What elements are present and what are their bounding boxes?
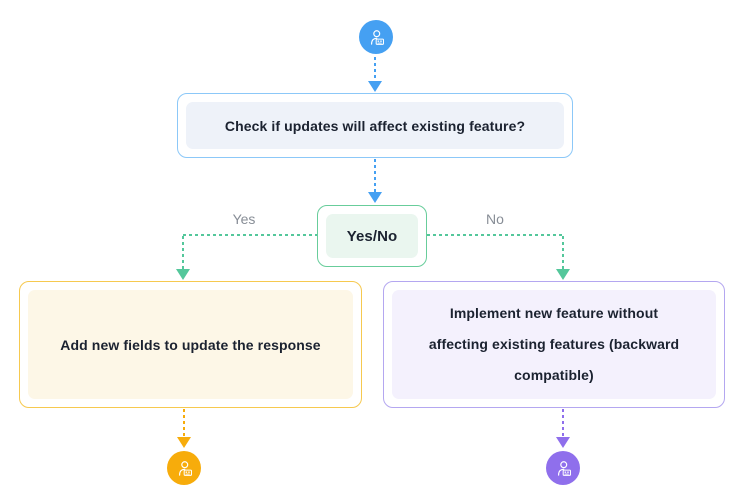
user-badge-icon	[554, 459, 573, 478]
arrowhead-down-icon	[368, 81, 382, 92]
arrowhead-down-icon	[556, 269, 570, 280]
connector-no-vertical	[562, 236, 564, 269]
arrowhead-down-icon	[177, 437, 191, 448]
add-new-fields-node: Add new fields to update the response	[19, 281, 362, 408]
yes-no-label: Yes/No	[326, 214, 418, 258]
user-badge-icon	[367, 28, 386, 47]
no-end-node	[546, 451, 580, 485]
yes-branch-label: Yes	[232, 211, 256, 227]
implement-new-feature-node: Implement new feature without affecting …	[383, 281, 725, 408]
label-line-1: Implement new feature without	[449, 305, 659, 321]
check-updates-node: Check if updates will affect existing fe…	[177, 93, 573, 158]
yes-end-node	[167, 451, 201, 485]
connector-check-to-decision	[374, 159, 376, 192]
user-badge-icon	[175, 459, 194, 478]
connector-yes-to-end	[183, 409, 185, 437]
connector-yes-horizontal	[183, 234, 317, 236]
yes-no-decision-node: Yes/No	[317, 205, 427, 267]
check-updates-label: Check if updates will affect existing fe…	[186, 102, 564, 149]
label-line-3: compatible)	[514, 367, 594, 383]
start-node	[359, 20, 393, 54]
label-line-2: affecting existing features (backward	[428, 336, 680, 352]
connector-no-to-end	[562, 409, 564, 437]
arrowhead-down-icon	[368, 192, 382, 203]
connector-start-to-check	[374, 57, 376, 81]
add-new-fields-label: Add new fields to update the response	[28, 290, 353, 399]
connector-yes-vertical	[182, 236, 184, 269]
arrowhead-down-icon	[556, 437, 570, 448]
implement-new-feature-label: Implement new feature without affecting …	[392, 290, 716, 399]
no-branch-label: No	[486, 211, 504, 227]
connector-no-horizontal	[427, 234, 563, 236]
arrowhead-down-icon	[176, 269, 190, 280]
